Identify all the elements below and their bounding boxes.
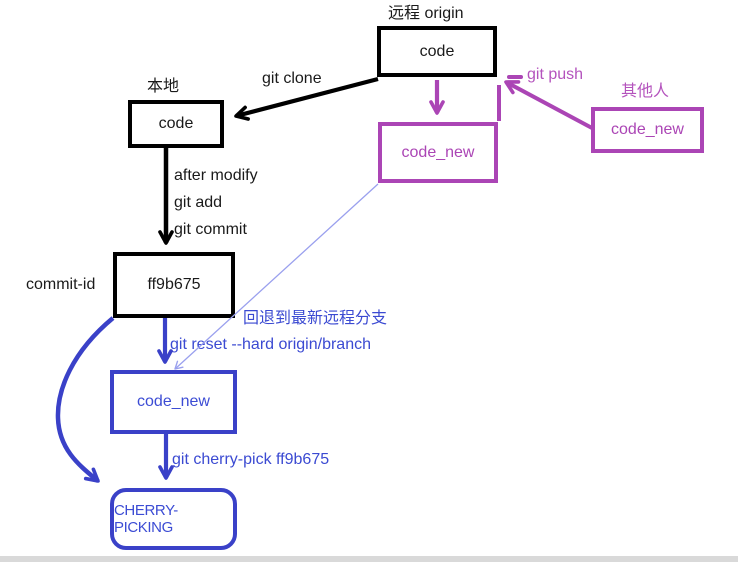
- git-push-label: git push: [527, 66, 584, 83]
- node-commit-label: ff9b675: [147, 276, 201, 293]
- commit-id-label: commit-id: [26, 276, 96, 293]
- node-cherry-picking-label: CHERRY-PICKING: [114, 502, 178, 536]
- reset-note-label: 回退到最新远程分支: [243, 310, 388, 327]
- node-remote-code-new: code_new: [378, 122, 498, 183]
- node-cherry-picking: CHERRY-PICKING: [110, 488, 237, 550]
- git-cherry-pick-label: git cherry-pick ff9b675: [172, 451, 330, 468]
- node-commit-ff9b675: ff9b675: [113, 252, 235, 318]
- commit-to-cherry-curve: [55, 316, 115, 483]
- node-local-code-new-label: code_new: [137, 393, 210, 410]
- node-remote-code: code: [377, 26, 497, 77]
- remote-title: 远程 origin: [388, 5, 464, 22]
- node-others-code-new-label: code_new: [611, 121, 684, 138]
- git-reset-label: git reset --hard origin/branch: [170, 336, 371, 353]
- after-modify-label: after modify: [174, 167, 258, 184]
- node-remote-code-new-label: code_new: [401, 143, 475, 161]
- local-title: 本地: [147, 78, 180, 95]
- git-add-label: git add: [174, 194, 223, 211]
- others-title: 其他人: [621, 83, 670, 100]
- git-commit-label: git commit: [174, 221, 247, 238]
- node-local-code-new: code_new: [110, 370, 237, 434]
- node-local-code: code: [128, 100, 224, 148]
- git-clone-label: git clone: [262, 70, 322, 87]
- git-push-arrow: [504, 80, 593, 130]
- node-local-code-label: code: [158, 115, 194, 132]
- node-remote-code-label: code: [419, 42, 455, 60]
- node-others-code-new: code_new: [591, 107, 704, 153]
- bottom-scrollbar-strip: [0, 556, 738, 562]
